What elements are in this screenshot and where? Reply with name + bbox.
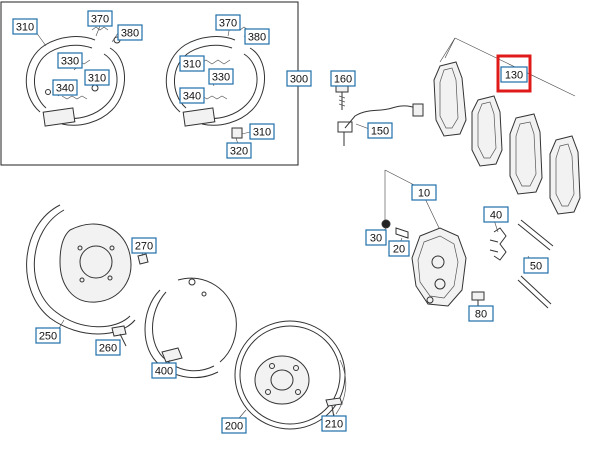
callout-40[interactable]: 40 [483,206,509,223]
disc-screw [325,397,343,419]
callout-label: 330 [212,72,230,84]
callout-330-right[interactable]: 330 [208,68,234,85]
callout-label: 10 [418,188,430,200]
callout-130-highlighted[interactable]: 130 [496,54,532,93]
callout-label: 130 [505,70,523,82]
callout-label: 40 [490,210,502,222]
callout-label: 150 [371,126,389,138]
callout-340-right[interactable]: 340 [179,87,205,104]
callout-270[interactable]: 270 [131,237,157,254]
callout-label: 20 [393,244,405,256]
callout-label: 310 [253,127,271,139]
callout-label: 400 [155,366,173,378]
callout-200[interactable]: 200 [221,417,247,434]
callout-310-center-right[interactable]: 310 [179,55,205,72]
callout-260[interactable]: 260 [95,339,121,356]
small-part-270 [137,253,149,265]
callout-380-right[interactable]: 380 [244,28,270,45]
callout-370-right[interactable]: 370 [215,14,241,31]
callout-310-center-left[interactable]: 310 [84,69,110,86]
callout-label: 160 [334,74,352,86]
bolt-160 [335,85,349,110]
callout-label: 270 [135,241,153,253]
brake-pads [433,37,581,215]
brake-disc [234,320,347,430]
spring-clip [489,227,507,261]
brake-caliper [384,169,467,307]
callout-label: 300 [290,74,308,86]
wear-sensor [337,103,424,146]
callout-150[interactable]: 150 [367,122,393,139]
parking-brake-shoes-left [25,26,125,127]
callout-400[interactable]: 400 [151,362,177,379]
callout-label: 250 [39,331,57,343]
splash-shield [26,204,136,335]
parking-brake-inset-frame [0,1,299,166]
callout-label: 370 [219,18,237,30]
callout-330-left[interactable]: 330 [57,52,83,69]
callout-label: 200 [225,421,243,433]
callout-210[interactable]: 210 [321,415,347,432]
callout-label: 340 [183,91,201,103]
callout-30[interactable]: 30 [365,229,387,246]
callout-label: 80 [475,309,487,321]
bleed-screw [381,219,409,239]
callout-20[interactable]: 20 [388,240,410,257]
callout-label: 310 [183,59,201,71]
callout-label: 380 [121,28,139,40]
callout-310-bottom-right[interactable]: 310 [249,123,275,140]
callout-label: 380 [248,32,266,44]
callout-label: 320 [230,146,248,158]
callout-label: 30 [370,233,382,245]
callout-label: 310 [16,22,34,34]
callout-250[interactable]: 250 [35,327,61,344]
callout-label: 210 [325,419,343,431]
callout-160[interactable]: 160 [330,70,356,87]
callout-label: 370 [91,14,109,26]
callout-label: 330 [61,56,79,68]
bolt-260 [111,325,127,347]
guide-pins [517,219,554,309]
callout-label: 340 [56,83,74,95]
callout-340-left[interactable]: 340 [52,79,78,96]
callout-320[interactable]: 320 [226,142,252,159]
callout-380-left[interactable]: 380 [117,24,143,41]
callout-label: 260 [99,343,117,355]
callout-label: 310 [88,73,106,85]
callout-300[interactable]: 300 [286,70,312,87]
callout-370-left[interactable]: 370 [87,10,113,27]
callout-label: 50 [530,261,542,273]
callout-50[interactable]: 50 [523,257,549,274]
callout-10[interactable]: 10 [411,184,437,201]
callout-310-top-left[interactable]: 310 [12,18,38,35]
callout-80[interactable]: 80 [468,305,494,322]
